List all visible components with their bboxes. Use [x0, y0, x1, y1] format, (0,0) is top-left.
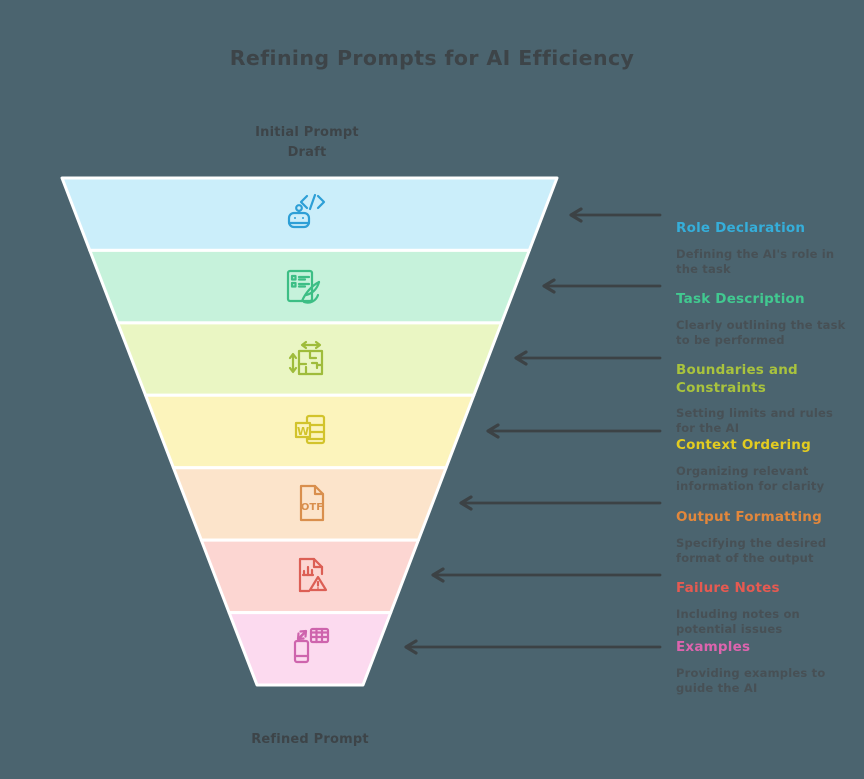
stage-title: Output Formatting [676, 509, 822, 525]
arrow-connector [431, 567, 662, 583]
stage-label: Boundaries and Constraints Setting limit… [676, 362, 858, 436]
funnel-band [88, 248, 531, 325]
stage-label: Role Declaration Defining the AI's role … [676, 220, 858, 277]
stage-description: Organizing relevant information for clar… [676, 463, 825, 493]
stage-label: Examples Providing examples to guide the… [676, 639, 858, 696]
stage-description: Providing examples to guide the AI [676, 665, 826, 695]
stage-description: Setting limits and rules for the AI [676, 406, 834, 436]
stage-label: Output Formatting Specifying the desired… [676, 509, 858, 566]
funnel-bottom-label: Refined Prompt [251, 732, 369, 747]
funnel-top-label: Initial Prompt Draft [255, 125, 359, 160]
floorplan-measure-icon [288, 340, 324, 376]
arrow-connector [569, 207, 662, 223]
word-icon-letter: W [297, 425, 309, 438]
arrow-connector [486, 423, 662, 439]
stage-title: Role Declaration [676, 220, 806, 236]
document-pen-icon [286, 269, 321, 304]
page-title: Refining Prompts for AI Efficiency [229, 46, 635, 70]
stage-description: Specifying the desired format of the out… [676, 535, 827, 565]
arrow-connector [542, 278, 662, 294]
device-sync-icon [293, 627, 330, 664]
otf-file-icon: OTF [299, 484, 325, 522]
stage-title: Examples [676, 639, 751, 655]
arrow-connector [459, 495, 662, 511]
stage-label: Task Description Clearly outlining the t… [676, 291, 858, 348]
arrow-connector [404, 639, 662, 655]
stage-title: Task Description [676, 291, 805, 307]
funnel-band [227, 611, 393, 687]
funnel-band [199, 538, 420, 615]
stage-title: Context Ordering [676, 437, 811, 453]
stage-label: Context Ordering Organizing relevant inf… [676, 437, 858, 494]
funnel-band [60, 176, 559, 252]
stage-description: Defining the AI's role in the task [676, 246, 835, 276]
funnel-band [116, 321, 503, 397]
word-document-icon: W [294, 414, 326, 445]
stage-description: Including notes on potential issues [676, 606, 800, 636]
stage-description: Clearly outlining the task to be perform… [676, 317, 846, 347]
report-warning-icon [298, 557, 328, 593]
stage-title: Boundaries and Constraints [676, 362, 798, 396]
stage-label: Failure Notes Including notes on potenti… [676, 580, 858, 637]
funnel-bands [60, 176, 559, 687]
otf-icon-label: OTF [301, 502, 323, 513]
arrow-connector [514, 350, 662, 366]
stage-title: Failure Notes [676, 580, 780, 596]
robot-code-icon [287, 193, 326, 229]
